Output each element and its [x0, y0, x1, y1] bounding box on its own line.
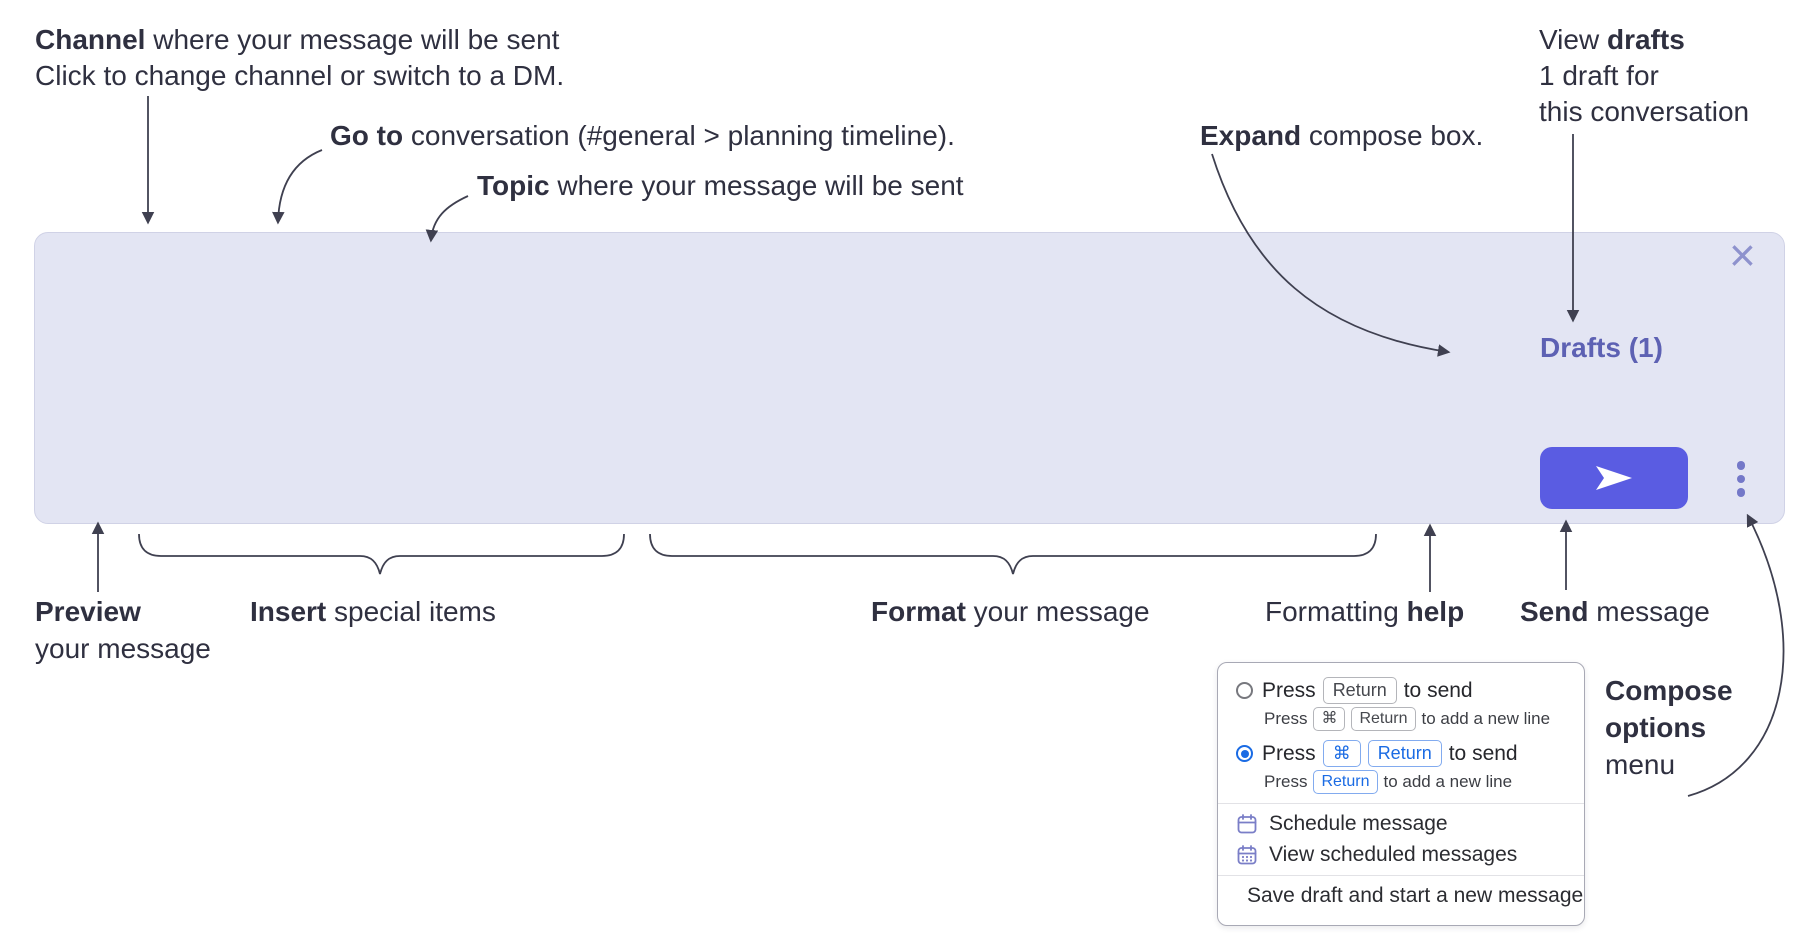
- insert-label: Insert special items: [250, 596, 496, 627]
- topic-annotation: Topic where your message will be sent: [477, 170, 964, 201]
- radio-unselected-icon[interactable]: [1236, 682, 1253, 699]
- menu-divider: [1218, 803, 1584, 804]
- view-drafts-annotation: View drafts: [1539, 24, 1685, 55]
- cmd-keycap: ⌘: [1322, 740, 1361, 767]
- compose-options-label: Compose options menu: [1605, 675, 1733, 780]
- format-label: Format your message: [871, 596, 1150, 627]
- goto-annotation: Go to conversation (#general > planning …: [330, 120, 955, 151]
- schedule-message-item[interactable]: Schedule message: [1236, 812, 1566, 836]
- send-button[interactable]: [1540, 447, 1688, 509]
- compose-options-button[interactable]: [1726, 451, 1756, 507]
- send-label: Send message: [1520, 596, 1710, 627]
- compose-box: [34, 232, 1785, 524]
- channel-annotation-sub: Click to change channel or switch to a D…: [35, 60, 565, 91]
- return-keycap: Return: [1322, 677, 1397, 704]
- expand-annotation: Expand compose box.: [1200, 120, 1484, 151]
- preview-label-line2: your message: [35, 633, 211, 664]
- return-keycap: Return: [1351, 707, 1416, 731]
- return-keycap: Return: [1367, 740, 1442, 767]
- return-keycap: Return: [1313, 770, 1378, 794]
- channel-annotation: Channel where your message will be sent: [35, 24, 560, 55]
- formatting-help-label: Formatting help: [1265, 596, 1465, 627]
- send-icon: [1596, 466, 1632, 490]
- close-icon[interactable]: ×: [1729, 229, 1756, 281]
- view-drafts-annotation-line2: 1 draft for: [1539, 60, 1659, 91]
- view-scheduled-messages-item[interactable]: View scheduled messages: [1236, 843, 1566, 867]
- drafts-link[interactable]: Drafts (1): [1540, 332, 1663, 363]
- radio-selected-icon[interactable]: [1236, 745, 1253, 762]
- view-drafts-annotation-line3: this conversation: [1539, 96, 1750, 127]
- calendar-grid-icon: [1237, 845, 1257, 865]
- cmd-keycap: ⌘: [1313, 707, 1346, 731]
- save-draft-item[interactable]: Save draft and start a new message: [1236, 884, 1583, 908]
- calendar-icon: [1237, 814, 1257, 834]
- menu-divider: [1218, 875, 1584, 876]
- dots-vertical-icon: [1736, 461, 1746, 470]
- preview-label: Preview: [35, 596, 141, 627]
